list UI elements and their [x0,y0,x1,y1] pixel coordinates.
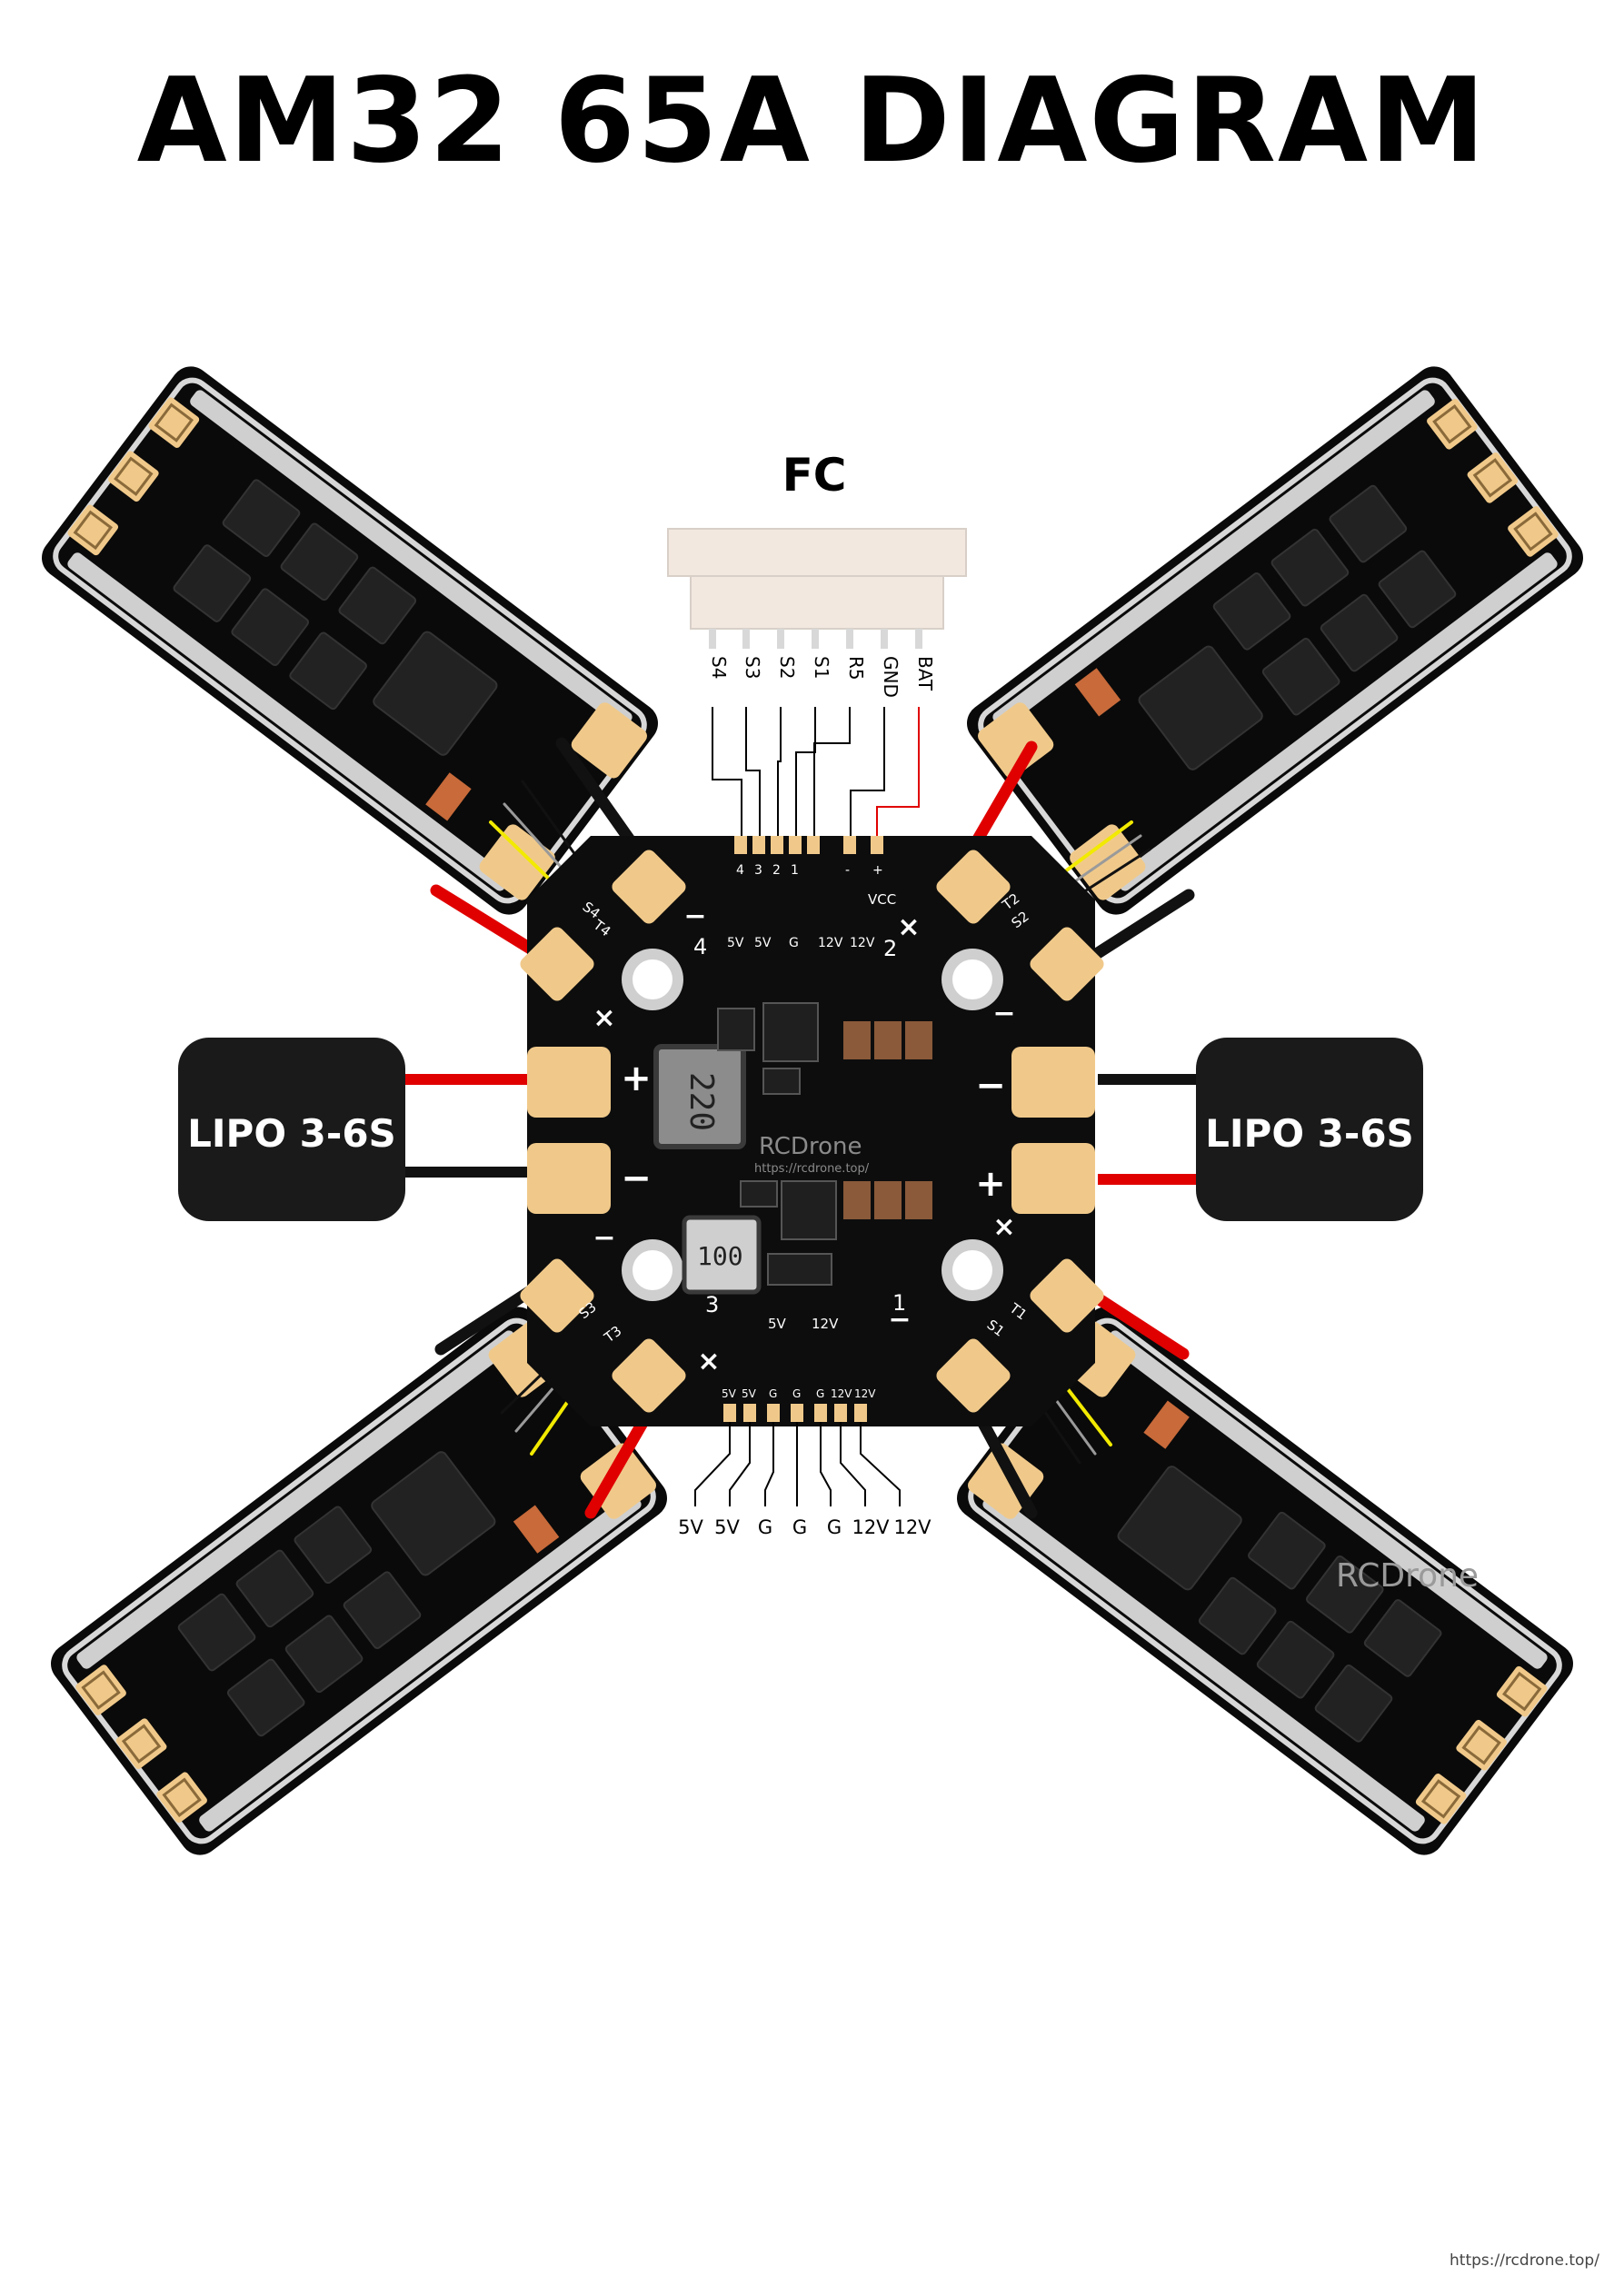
bottom-pin-g-c: G [827,1516,842,1538]
pdb-rail-5v-a: 5V [727,936,744,950]
pdb-top-pad-1: 1 [791,863,799,878]
esc-module-top-left [34,359,666,923]
pdb-rail-5v-b: 5V [754,936,772,950]
bottom-pin-5v-a: 5V [678,1516,703,1538]
pdb-bottom-g-a: G [769,1387,777,1400]
fc-pin-r5: R5 [845,656,867,681]
bottom-pin-g-a: G [758,1516,772,1538]
bottom-pin-5v-b: 5V [714,1516,740,1538]
pdb-board [520,836,1104,1426]
pad-sign-tr-cross: × [897,911,920,943]
pad-sign-left-minus: − [621,1158,652,1199]
pad-sign-br-cross: × [992,1211,1015,1243]
pad-sign-bl-cross: × [697,1346,720,1377]
pdb-motor-1: 1 [892,1290,906,1316]
fc-label: FC [782,449,847,502]
bottom-header-wires [694,1422,901,1506]
pdb-bottom-g-c: G [816,1387,824,1400]
pad-sign-right-minus: − [975,1065,1006,1107]
pdb-motor-4: 4 [693,934,707,959]
pdb-rail-12v-b: 12V [850,936,875,950]
pdb-mid-5v: 5V [768,1316,787,1332]
pdb-top-pad-minus: - [845,863,850,878]
fc-bat-wire [876,707,920,836]
page-title: AM32 65A DIAGRAM [136,54,1488,189]
pdb-vcc-label: VCC [868,891,896,908]
pad-sign-br-minus: − [888,1304,911,1336]
inductor-bottom-mark: 100 [697,1241,743,1271]
pdb-top-pad-2: 2 [772,863,781,878]
pdb-top-pad-plus: + [872,863,883,878]
pdb-top-pad-4: 4 [736,863,744,878]
fc-connector [667,528,967,649]
pad-sign-tl-cross: × [593,1002,615,1034]
pad-sign-tl-minus: − [683,900,706,932]
battery-right: LIPO 3-6S [1196,1038,1423,1221]
inductor-top-mark: 220 [682,1072,720,1131]
pdb-silk-url: https://rcdrone.top/ [754,1162,870,1176]
pdb-bottom-12v-b: 12V [854,1387,876,1400]
pdb-bottom-12v-a: 12V [831,1387,852,1400]
esc-module-top-right [959,359,1591,923]
esc-tl-red-wire [430,884,543,959]
fc-pin-s4: S4 [708,656,730,679]
fc-signal-wires [712,707,885,836]
pdb-mid-12v: 12V [812,1316,839,1332]
pad-sign-bl-minus: − [593,1222,615,1254]
pdb-bottom-g-b: G [792,1387,801,1400]
fc-pin-s3: S3 [742,656,763,679]
bottom-pin-12v-a: 12V [852,1516,890,1538]
battery-left: LIPO 3-6S [178,1038,405,1221]
pdb-rail-g: G [789,936,799,950]
pad-sign-left-plus: + [621,1058,652,1099]
fc-pin-s1: S1 [811,656,832,679]
pdb-silk-logo: RCDrone [759,1133,862,1160]
pdb-motor-2: 2 [883,936,897,961]
pdb-rail-12v-a: 12V [818,936,843,950]
fc-pin-bat: BAT [914,656,936,691]
bottom-pin-12v-b: 12V [893,1516,932,1538]
battery-right-label: LIPO 3-6S [1205,1111,1414,1156]
pdb-top-pad-3: 3 [754,863,762,878]
pdb-bottom-5v-b: 5V [742,1387,757,1400]
footer-url: https://rcdrone.top/ [1450,2251,1599,2270]
pdb-motor-3: 3 [705,1292,719,1317]
bottom-pin-g-b: G [792,1516,807,1538]
esc-bl-black-wire [434,1284,538,1356]
watermark: RCDrone [1336,1557,1480,1595]
fc-pin-gnd: GND [880,656,902,698]
pad-sign-tr-minus: − [992,998,1015,1029]
fc-pin-s2: S2 [776,656,798,679]
pdb-bottom-5v-a: 5V [722,1387,737,1400]
battery-left-label: LIPO 3-6S [187,1111,396,1156]
pad-sign-right-plus: + [975,1163,1006,1205]
